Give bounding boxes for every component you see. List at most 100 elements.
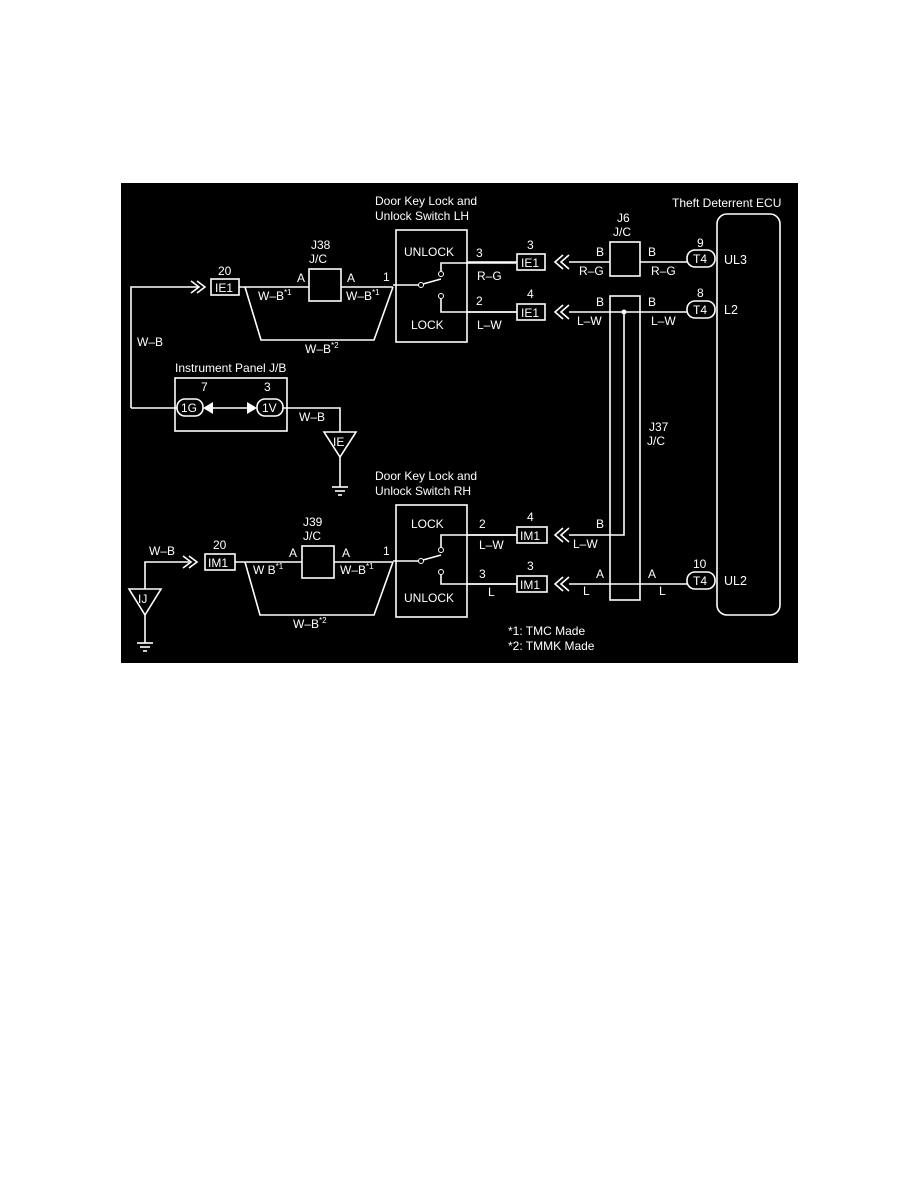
svg-text:8: 8	[697, 286, 704, 300]
svg-text:IE: IE	[333, 435, 344, 449]
lh-switch-unlock-label: UNLOCK	[404, 245, 454, 259]
wire-label-wb-j38-bottom: W–B*2	[305, 341, 339, 356]
svg-text:3: 3	[527, 559, 534, 573]
j38-name: J38	[311, 238, 331, 252]
wire-label-wb-ie: W–B	[299, 410, 325, 424]
wire-label-wb-j38-right: W–B*1	[346, 288, 380, 303]
svg-text:20: 20	[218, 264, 232, 278]
ecu-terminal-ul3: UL3	[724, 253, 747, 267]
j39-a-right: A	[342, 546, 350, 560]
wire-label-lw-2: L–W	[577, 314, 602, 328]
lh-switch-lock-label: LOCK	[411, 318, 444, 332]
j6-type: J/C	[613, 225, 631, 239]
ecu-title: Theft Deterrent ECU	[672, 196, 781, 210]
wire-label-lw-5: L–W	[573, 537, 598, 551]
svg-text:10: 10	[693, 557, 707, 571]
note-tmc: *1: TMC Made	[508, 624, 585, 638]
svg-text:IE1: IE1	[521, 306, 539, 320]
lh-pin-2: 2	[476, 294, 483, 308]
svg-text:3: 3	[527, 238, 534, 252]
wire-label-rg-2: R–G	[579, 264, 604, 278]
ip-jb-pin-7: 7	[201, 380, 208, 394]
note-tmmk: *2: TMMK Made	[508, 639, 595, 653]
j38-box	[308, 268, 342, 302]
lh-switch-title-1: Door Key Lock and	[375, 194, 477, 208]
rh-pin-2: 2	[479, 517, 486, 531]
wire-label-rg-1: R–G	[477, 269, 502, 283]
rh-pin-1: 1	[383, 544, 390, 558]
wire-label-wb-j39-bottom: W–B*2	[293, 616, 327, 631]
svg-text:4: 4	[527, 287, 534, 301]
ip-jb-box	[174, 377, 288, 432]
j6-b-left: B	[596, 245, 604, 259]
wire-label-lw-1: L–W	[477, 318, 502, 332]
svg-text:9: 9	[697, 236, 704, 250]
t4-connector-9: T4 9	[686, 236, 716, 268]
svg-text:IM1: IM1	[208, 556, 228, 570]
ip-jb-title: Instrument Panel J/B	[175, 361, 286, 375]
svg-text:IM1: IM1	[520, 578, 540, 592]
svg-text:20: 20	[213, 538, 227, 552]
lh-switch-box	[395, 229, 468, 343]
ie1-connector-20: IE1 20	[210, 264, 240, 296]
rh-switch-title-2: Unlock Switch RH	[375, 484, 471, 498]
j37-type: J/C	[647, 434, 665, 448]
wire-label-l-2: L	[583, 584, 590, 598]
j37-a-left: A	[596, 567, 604, 581]
wire-label-rg-3: R–G	[651, 264, 676, 278]
lh-pin-3: 3	[476, 246, 483, 260]
j6-b-right: B	[648, 245, 656, 259]
j37-name: J37	[649, 420, 669, 434]
wire-label-wb-j39-right: W–B*1	[340, 562, 374, 577]
t4-connector-10: T4 10	[686, 557, 716, 590]
rh-switch-unlock-label: UNLOCK	[404, 591, 454, 605]
svg-text:1V: 1V	[262, 401, 277, 415]
svg-text:T4: T4	[693, 574, 707, 588]
lh-switch-title-2: Unlock Switch LH	[375, 209, 469, 223]
chevrons	[553, 254, 570, 592]
t4-connector-8: T4 8	[686, 286, 716, 319]
wiring-diagram: Theft Deterrent ECU UL3 L2 UL2 T4 9 T4 8…	[121, 183, 798, 663]
svg-text:T4: T4	[693, 303, 707, 317]
j39-type: J/C	[303, 529, 321, 543]
diagram-svg: Theft Deterrent ECU UL3 L2 UL2 T4 9 T4 8…	[121, 183, 798, 663]
rh-switch-title-1: Door Key Lock and	[375, 469, 477, 483]
wire-label-wb-ij: W–B	[149, 544, 175, 558]
wire-label-lw-4: L–W	[479, 538, 504, 552]
svg-text:1G: 1G	[181, 401, 197, 415]
wire-label-wb-j39-left: W B*1	[253, 562, 284, 577]
ip-jb-pin-3: 3	[264, 380, 271, 394]
j37-b-mid: B	[596, 517, 604, 531]
rh-pin-3: 3	[479, 567, 486, 581]
j6-box	[609, 241, 641, 277]
j37-b-top-left: B	[596, 295, 604, 309]
j38-a-left: A	[297, 271, 305, 285]
svg-text:IE1: IE1	[521, 256, 539, 270]
j39-a-left: A	[289, 546, 297, 560]
wire-label-lw-3: L–W	[651, 314, 676, 328]
svg-text:IM1: IM1	[520, 529, 540, 543]
j38-a-right: A	[347, 271, 355, 285]
ecu-terminal-l2: L2	[724, 303, 738, 317]
j38-type: J/C	[309, 252, 327, 266]
lh-pin-1: 1	[383, 270, 390, 284]
j37-b-top-right: B	[648, 295, 656, 309]
svg-text:IJ: IJ	[138, 592, 147, 606]
j37-a-right: A	[648, 567, 656, 581]
wire-label-wb-left: W–B	[137, 335, 163, 349]
rh-switch-lock-label: LOCK	[411, 517, 444, 531]
wire-label-wb-j38-left: W–B*1	[258, 288, 292, 303]
wire-label-l-1: L	[488, 585, 495, 599]
ground-ie: IE	[322, 431, 358, 496]
svg-text:4: 4	[527, 510, 534, 524]
j37-box	[609, 295, 641, 601]
j39-name: J39	[303, 515, 323, 529]
ground-ij: IJ	[127, 588, 163, 652]
svg-text:T4: T4	[693, 252, 707, 266]
ip-jb-internal-link	[203, 402, 257, 414]
ecu-box	[716, 213, 781, 616]
ecu-terminal-ul2: UL2	[724, 574, 747, 588]
svg-text:IE1: IE1	[215, 281, 233, 295]
j6-name: J6	[617, 211, 630, 225]
wire-label-l-3: L	[659, 584, 666, 598]
